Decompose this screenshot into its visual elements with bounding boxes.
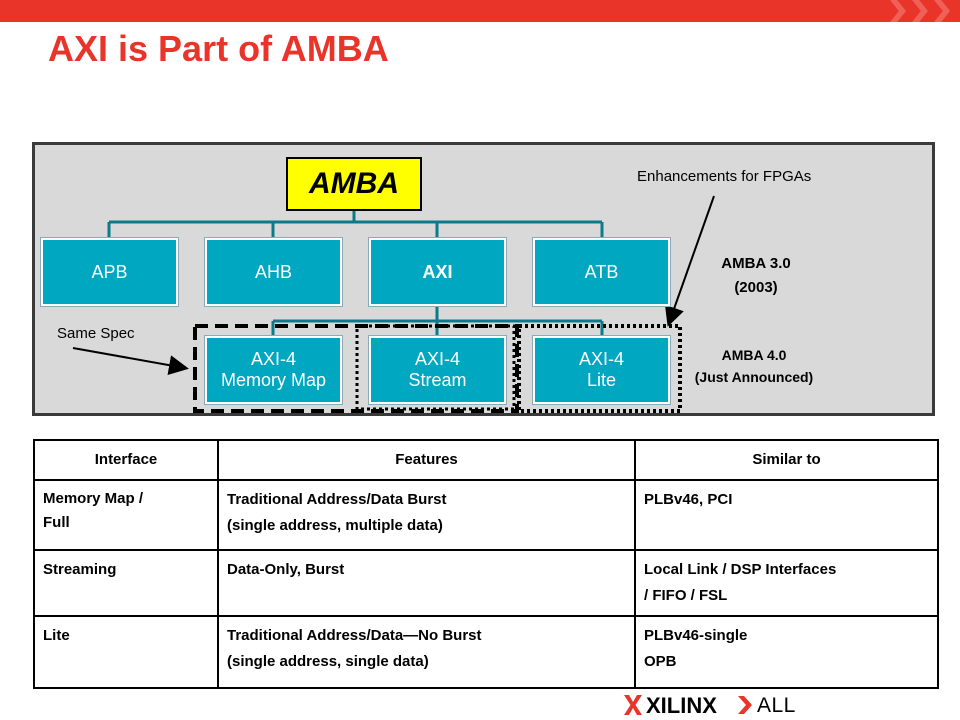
cell-similar: PLBv46, PCI: [634, 479, 939, 551]
cell-text: Lite: [43, 627, 70, 644]
cell-text: Memory Map /: [43, 490, 144, 507]
cell-interface: Lite: [33, 615, 219, 689]
amba3-year: (2003): [734, 279, 778, 296]
cell-text: OPB: [644, 653, 677, 670]
amba4-version: AMBA 4.0: [721, 347, 787, 363]
header-bar: [0, 0, 960, 22]
axi4-memory-map-line1: AXI-4: [250, 349, 297, 369]
cell-features: Traditional Address/Data Burst (single a…: [217, 479, 636, 551]
header-interface: Interface: [33, 439, 219, 481]
axi4-stream-box: AXI-4 Stream: [368, 335, 507, 405]
cell-text: PLBv46, PCI: [644, 491, 733, 508]
table-row: Streaming Data-Only, Burst Local Link / …: [33, 549, 939, 617]
cell-text: Full: [43, 514, 70, 531]
apb-box: APB: [40, 237, 179, 307]
cell-text: Streaming: [43, 561, 117, 578]
cell-interface: Memory Map / Full: [33, 479, 219, 551]
cell-features: Traditional Address/Data—No Burst (singl…: [217, 615, 636, 689]
same-spec-arrow: [72, 347, 189, 376]
cell-interface: Streaming: [33, 549, 219, 617]
header-features: Features: [217, 439, 636, 481]
amba-root-box: AMBA: [286, 157, 422, 211]
table-row: Lite Traditional Address/Data—No Burst (…: [33, 615, 939, 689]
cell-text: / FIFO / FSL: [644, 587, 728, 604]
axi4-stream-line1: AXI-4: [414, 349, 461, 369]
same-spec-label: Same Spec: [57, 325, 135, 342]
axi4-lite-box: AXI-4 Lite: [532, 335, 671, 405]
xilinx-x-icon: [624, 695, 642, 715]
cell-similar: PLBv46-single OPB: [634, 615, 939, 689]
amba3-version: AMBA 3.0: [721, 255, 791, 272]
chevron-right-icon: [738, 696, 752, 714]
cell-text: (single address, multiple data): [227, 517, 443, 534]
atb-box: ATB: [532, 237, 671, 307]
axi4-memory-map-box: AXI-4 Memory Map: [204, 335, 343, 405]
cell-text: PLBv46-single: [644, 627, 748, 644]
cell-similar: Local Link / DSP Interfaces / FIFO / FSL: [634, 549, 939, 617]
axi4-lite-line1: AXI-4: [578, 349, 625, 369]
table-row: Memory Map / Full Traditional Address/Da…: [33, 479, 939, 551]
cell-features: Data-Only, Burst: [217, 549, 636, 617]
amba3-note: AMBA 3.0 (2003): [692, 252, 820, 300]
amba4-note: AMBA 4.0 (Just Announced): [672, 344, 836, 388]
header-similar-to: Similar to: [634, 439, 939, 481]
lite-frame: [517, 324, 682, 413]
footer-branding: XILINX ALL PROGRAMMABLE.: [624, 688, 960, 720]
cell-text: Local Link / DSP Interfaces: [644, 561, 837, 578]
cell-text: Traditional Address/Data—No Burst: [227, 627, 482, 644]
interface-comparison-table: Interface Features Similar to Memory Map…: [33, 439, 939, 689]
ahb-box: AHB: [204, 237, 343, 307]
axi-box: AXI: [368, 237, 507, 307]
tagline-text: ALL PROGRAMMABLE.: [757, 694, 949, 720]
xilinx-logo-text: XILINX: [646, 693, 717, 718]
axi4-lite-line2: Lite: [586, 370, 617, 390]
cell-text: Traditional Address/Data Burst: [227, 491, 447, 508]
axi4-stream-line2: Stream: [408, 370, 467, 390]
enhancements-arrow: [664, 195, 715, 327]
table-header-row: Interface Features Similar to: [33, 439, 939, 481]
amba3-compat-frame: [193, 324, 519, 413]
enhancements-label: Enhancements for FPGAs: [637, 168, 812, 185]
stream-frame: [355, 324, 516, 411]
amba4-status: (Just Announced): [694, 369, 814, 385]
cell-text: (single address, single data): [227, 653, 429, 670]
slide-title: AXI is Part of AMBA: [48, 28, 389, 69]
cell-text: Data-Only, Burst: [227, 561, 345, 578]
axi4-memory-map-line2: Memory Map: [220, 370, 327, 390]
